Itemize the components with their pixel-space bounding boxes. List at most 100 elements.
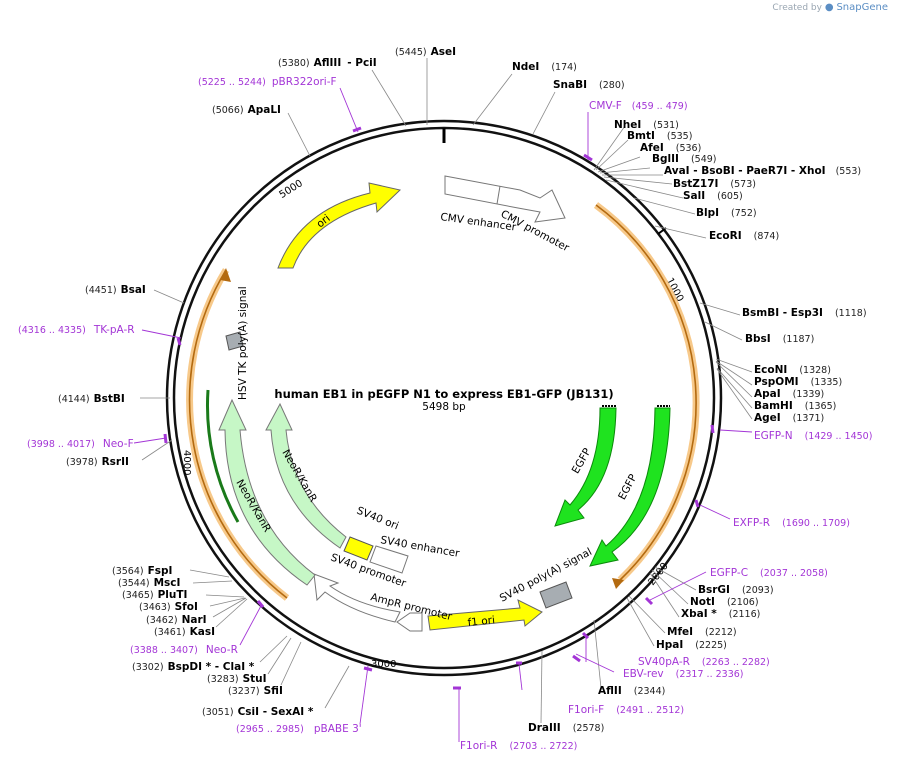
primer-tk-pa-r: TK-pA-R [93,324,135,336]
svg-text:AflII(2344): AflII(2344) [598,685,665,697]
enzyme-pos: (4144) [58,394,90,405]
svg-text:XbaI *(2116): XbaI *(2116) [681,608,760,620]
sv40-enhancer-box [369,545,409,574]
tick-3000-label: 3000 [371,659,396,670]
svg-text:(3461)KasI: (3461) KasI [154,626,215,638]
enzyme-pos: (2578) [573,723,605,734]
svg-text:(2965 .. 2985)pBABE 3': (2965 .. 2985)pBABE 3' [236,723,362,735]
primer-egfp-n: EGFP-N [754,430,793,442]
enzyme-name-ndei: NdeI [512,61,539,73]
primer-f1ori-f: F1ori-F [568,704,604,716]
enzyme-name-apai: ApaI [754,388,781,400]
primer-range: (1429 .. 1450) [805,431,873,442]
enzyme-pos: (3462) [146,615,178,626]
svg-text:BglII(549): BglII(549) [652,153,716,165]
enzyme-pos: (1118) [835,308,867,319]
enzyme-pos: (280) [599,80,625,91]
svg-text:BstZ17I(573): BstZ17I (573) [673,178,756,190]
enzyme-labels: (5445)AseI (5380)AflIII- PciI (5066)ApaL… [58,46,867,734]
enzyme-pos: (3283) [207,674,239,685]
hsv-tk-label: HSV TK poly(A) signal [237,286,249,400]
enzyme-name-aflii: AflII [598,685,622,697]
enzyme-name-bstbi: BstBI [94,393,125,405]
enzyme-pos: (2093) [742,585,774,596]
enzyme-pos: (536) [676,143,702,154]
tick-4000-label: 4000 [181,450,192,475]
enzyme-pos: (874) [754,231,780,242]
enzyme-name-pcii: - PciI [347,57,376,69]
enzyme-name-fspi: FspI [148,565,173,577]
neo-outer-arrow [218,398,316,586]
primer-range: (5225 .. 5244) [198,77,266,88]
primer-cmv-f: CMV-F [589,100,622,112]
enzyme-pos: (535) [667,131,693,142]
enzyme-pos: (573) [730,179,756,190]
enzyme-name-asei: AseI [431,46,456,58]
primer-range: (2263 .. 2282) [702,657,770,668]
sv40-ori-box [343,536,374,561]
enzyme-name-msci: MscI [154,577,181,589]
enzyme-pos: (5380) [278,58,310,69]
primer-pbr322ori-f: pBR322ori-F [272,76,337,88]
enzyme-pos: (2212) [705,627,737,638]
svg-text:(3463)SfoI: (3463)SfoI [139,601,198,613]
svg-text:MfeI(2212): MfeI (2212) [667,626,737,638]
enzyme-name-bamhi: BamHI [754,400,793,412]
sv40-ori-label: SV40 ori [355,505,400,533]
enzyme-pos: (2225) [695,640,727,651]
f1-ori-arrow [427,599,543,631]
svg-text:(3564)FspI: (3564) FspI [112,565,172,577]
enzyme-name-econi: EcoNI [754,364,787,376]
enzyme-name-sfii: SfiI [264,685,283,697]
enzyme-name-bsai: BsaI [121,284,146,296]
f1-ori-label: f1 ori [467,614,495,629]
primer-range: (2703 .. 2722) [509,741,577,752]
svg-text:(5380)AflIII- PciI: (5380)AflIII- PciI [278,57,377,69]
svg-text:(3978)RsrII: (3978)RsrII [66,456,129,468]
svg-text:SnaBI(280): SnaBI(280) [553,79,625,91]
enzyme-name-bsmbi: BsmBI - Esp3I [742,307,823,319]
enzyme-pos: (3564) [112,566,144,577]
enzyme-name-sali: SalI [683,190,705,202]
enzyme-name-xhoi-group: AvaI - BsoBI - PaeR7I - XhoI [664,165,826,177]
orf-arcs [186,202,700,601]
enzyme-name-bbsi: BbsI [745,333,771,345]
svg-text:F1ori-R(2703 .. 2722): F1ori-R(2703 .. 2722) [460,740,577,752]
svg-text:(3237)SfiI: (3237)SfiI [228,685,283,697]
enzyme-name-kasi: KasI [190,626,215,638]
snapgene-branding: Created by ● SnapGene [772,2,888,13]
orf-neo-core [188,269,288,599]
svg-text:BsmBI - Esp3I(1118): BsmBI - Esp3I (1118) [742,307,867,319]
svg-text:CMV-F(459 .. 479): CMV-F(459 .. 479) [589,100,688,112]
enzyme-pos: (5066) [212,105,244,116]
enzyme-name-bstz17i: BstZ17I [673,178,718,190]
enzyme-name-noti: NotI [690,596,715,608]
primer-pbabe-3: pBABE 3' [314,723,362,735]
hsv-tk-polya-box [225,331,244,351]
enzyme-leader-lines [140,58,753,724]
svg-text:EGFP-N(1429 .. 1450): EGFP-N (1429 .. 1450) [754,430,872,442]
neo-thin-arc [206,389,240,523]
enzyme-name-mfei: MfeI [667,626,693,638]
svg-text:AfeI(536): AfeI(536) [640,142,701,154]
enzyme-pos: (2106) [727,597,759,608]
egfp-outer-arrow [589,407,671,567]
svg-text:(5445)AseI: (5445) AseI [395,46,456,58]
plasmid-title: human EB1 in pEGFP N1 to express EB1-GFP… [274,387,613,401]
orf-eb1-gfp-core [595,204,697,581]
egfp-outer-label: EGFP [616,472,639,502]
enzyme-pos: (3302) [132,662,164,673]
svg-text:HpaI(2225): HpaI(2225) [656,639,727,651]
enzyme-name-csii: CsiI - SexAI * [238,706,314,718]
primer-range: (2317 .. 2336) [676,669,744,680]
enzyme-pos: (1328) [799,365,831,376]
enzyme-pos: (5445) [395,47,427,58]
primer-neo-f: Neo-F [103,438,134,450]
enzyme-pos: (3461) [154,627,186,638]
svg-text:BsrGI(2093): BsrGI(2093) [698,584,774,596]
primer-labels: (5225 .. 5244) pBR322ori-F CMV-F(459 .. 4… [18,76,872,752]
enzyme-pos: (174) [551,62,577,73]
enzyme-name-bmti: BmtI [627,130,655,142]
enzyme-pos: (549) [691,154,717,165]
enzyme-pos: (605) [717,191,743,202]
